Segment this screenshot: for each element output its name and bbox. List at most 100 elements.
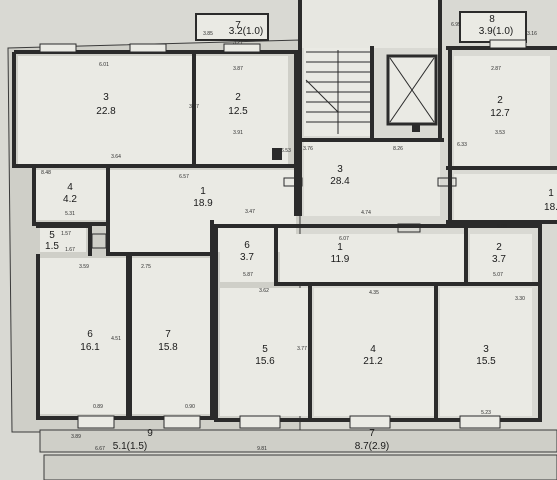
dimension-label: 6.67 [95,446,105,452]
dimension-label: 3.16 [527,31,537,37]
dimension-label: 0.89 [93,404,103,410]
dimension-label: 6.53 [281,148,291,154]
left-wall-divider-2 [32,168,210,256]
room-label-number: 2 [497,95,503,106]
room-1-center-rect [280,234,464,282]
room-4-left-rect [36,170,106,220]
room-7-left-rect [132,258,210,414]
dimension-label: 4.51 [111,336,121,342]
dimension-label: 3.59 [79,264,89,270]
dimension-label: 3.17 [189,104,199,110]
dimension-label: 4.35 [369,290,379,296]
dimension-label: 3.89 [71,434,81,440]
room-label-area: 8.7(2.9) [355,441,389,452]
dimension-label: 9.81 [257,446,267,452]
room-label-area: 18.9 [193,198,213,209]
room-label-area: 4.2 [63,194,77,205]
dimension-label: 5.23 [481,410,491,416]
bottom-strip [43,454,557,480]
room-label-number: 6 [87,329,93,340]
dimension-label: 6.07 [339,236,349,242]
center-walls [274,226,540,420]
room-label-number: 1 [200,186,206,197]
dimension-label: 6.57 [179,174,189,180]
room-6-left-rect [40,258,126,414]
room-label-number: 7 [235,20,241,31]
room-3-left-rect [18,56,192,164]
room-label-number: 5 [49,230,55,241]
room-label-area: 3.9(1.0) [479,26,513,37]
core-walls [298,0,442,216]
room-1-right-rect [454,174,557,220]
room-4-center-rect [314,288,434,416]
room-label-number: 2 [496,242,502,253]
dimension-label: 8.26 [393,146,403,152]
dimension-label: 3.47 [245,209,255,215]
room-label-number: 4 [67,182,73,193]
room-label-number: 3 [103,92,109,103]
dimension-label: 6.01 [99,62,109,68]
room-5-left-rect [40,228,86,252]
room-label-area: 21.2 [363,356,383,367]
dimension-label: 3.62 [259,288,269,294]
dimension-label: 2.75 [141,264,151,270]
elevator-cross-2 [389,57,435,123]
window-left-2 [129,43,167,53]
dimension-label: 3.27 [233,40,243,46]
dimension-labels: 6.01 3.87 3.64 3.91 8.48 6.57 5.31 3.47 … [41,22,537,452]
dimension-label: 1.57 [61,231,71,237]
dimension-label: 3.91 [233,130,243,136]
dimension-label: 3.76 [303,146,313,152]
window-left-4 [77,415,115,429]
dimension-label: 3.64 [111,154,121,160]
dimension-label: 6.09 [497,224,507,230]
window-left-3 [223,43,261,53]
room-6-center-rect [220,230,274,282]
dimension-label: 1.67 [65,247,75,253]
room-label-number: 3 [483,344,489,355]
room-5-center-rect [220,288,308,416]
room-label-number: 2 [235,92,241,103]
core: 3 28.4 [298,0,444,216]
center-apartment: 6 3.7 1 11.9 2 3.7 5 15.6 4 21.2 3 15.5 … [214,224,542,452]
room-7-top-rect [195,13,269,41]
window-center-1 [239,415,281,429]
dimension-label: 3.77 [297,346,307,352]
left-wall-outline [12,50,298,216]
stairs [305,50,370,134]
room-label-number: 5 [262,344,268,355]
core-top-area [300,0,440,48]
room-label-number: 6 [244,240,250,251]
room-label-number: 7 [165,329,171,340]
dimension-label: 3.53 [495,130,505,136]
dimension-label: 3.85 [203,31,213,37]
room-label-number: 4 [370,344,376,355]
room-8-top-rect [459,11,527,43]
dimension-label: 3.64 [49,164,59,170]
dimension-label: 6.95 [451,22,461,28]
room-label-area: 16.1 [80,342,100,353]
room-label-number: 1 [337,242,343,253]
dimension-label: 3.87 [233,66,243,72]
door-marks [91,124,457,249]
window-right-1 [489,39,527,49]
dimension-label: 0.90 [185,404,195,410]
hall-rect [304,142,440,216]
room-label-area: 15.8 [158,342,178,353]
dimension-label: 5.87 [243,272,253,278]
window-center-3 [459,415,501,429]
room-2-left-rect [196,56,288,164]
room-label-area: 22.8 [96,106,116,117]
room-label-area: 12.5 [228,106,248,117]
room-label-area: 18. [544,202,557,213]
window-left-1 [39,43,77,53]
center-outline [214,224,542,422]
dimension-label: 5.31 [65,211,75,217]
dimension-label: 5.07 [493,272,503,278]
dimension-label: 3.30 [515,296,525,302]
dimension-label: 8.48 [41,170,51,176]
room-label-area: 15.5 [476,356,496,367]
window-center-2 [349,415,391,429]
room-2-right-rect [454,56,550,166]
room-label-area: 28.4 [330,176,350,187]
